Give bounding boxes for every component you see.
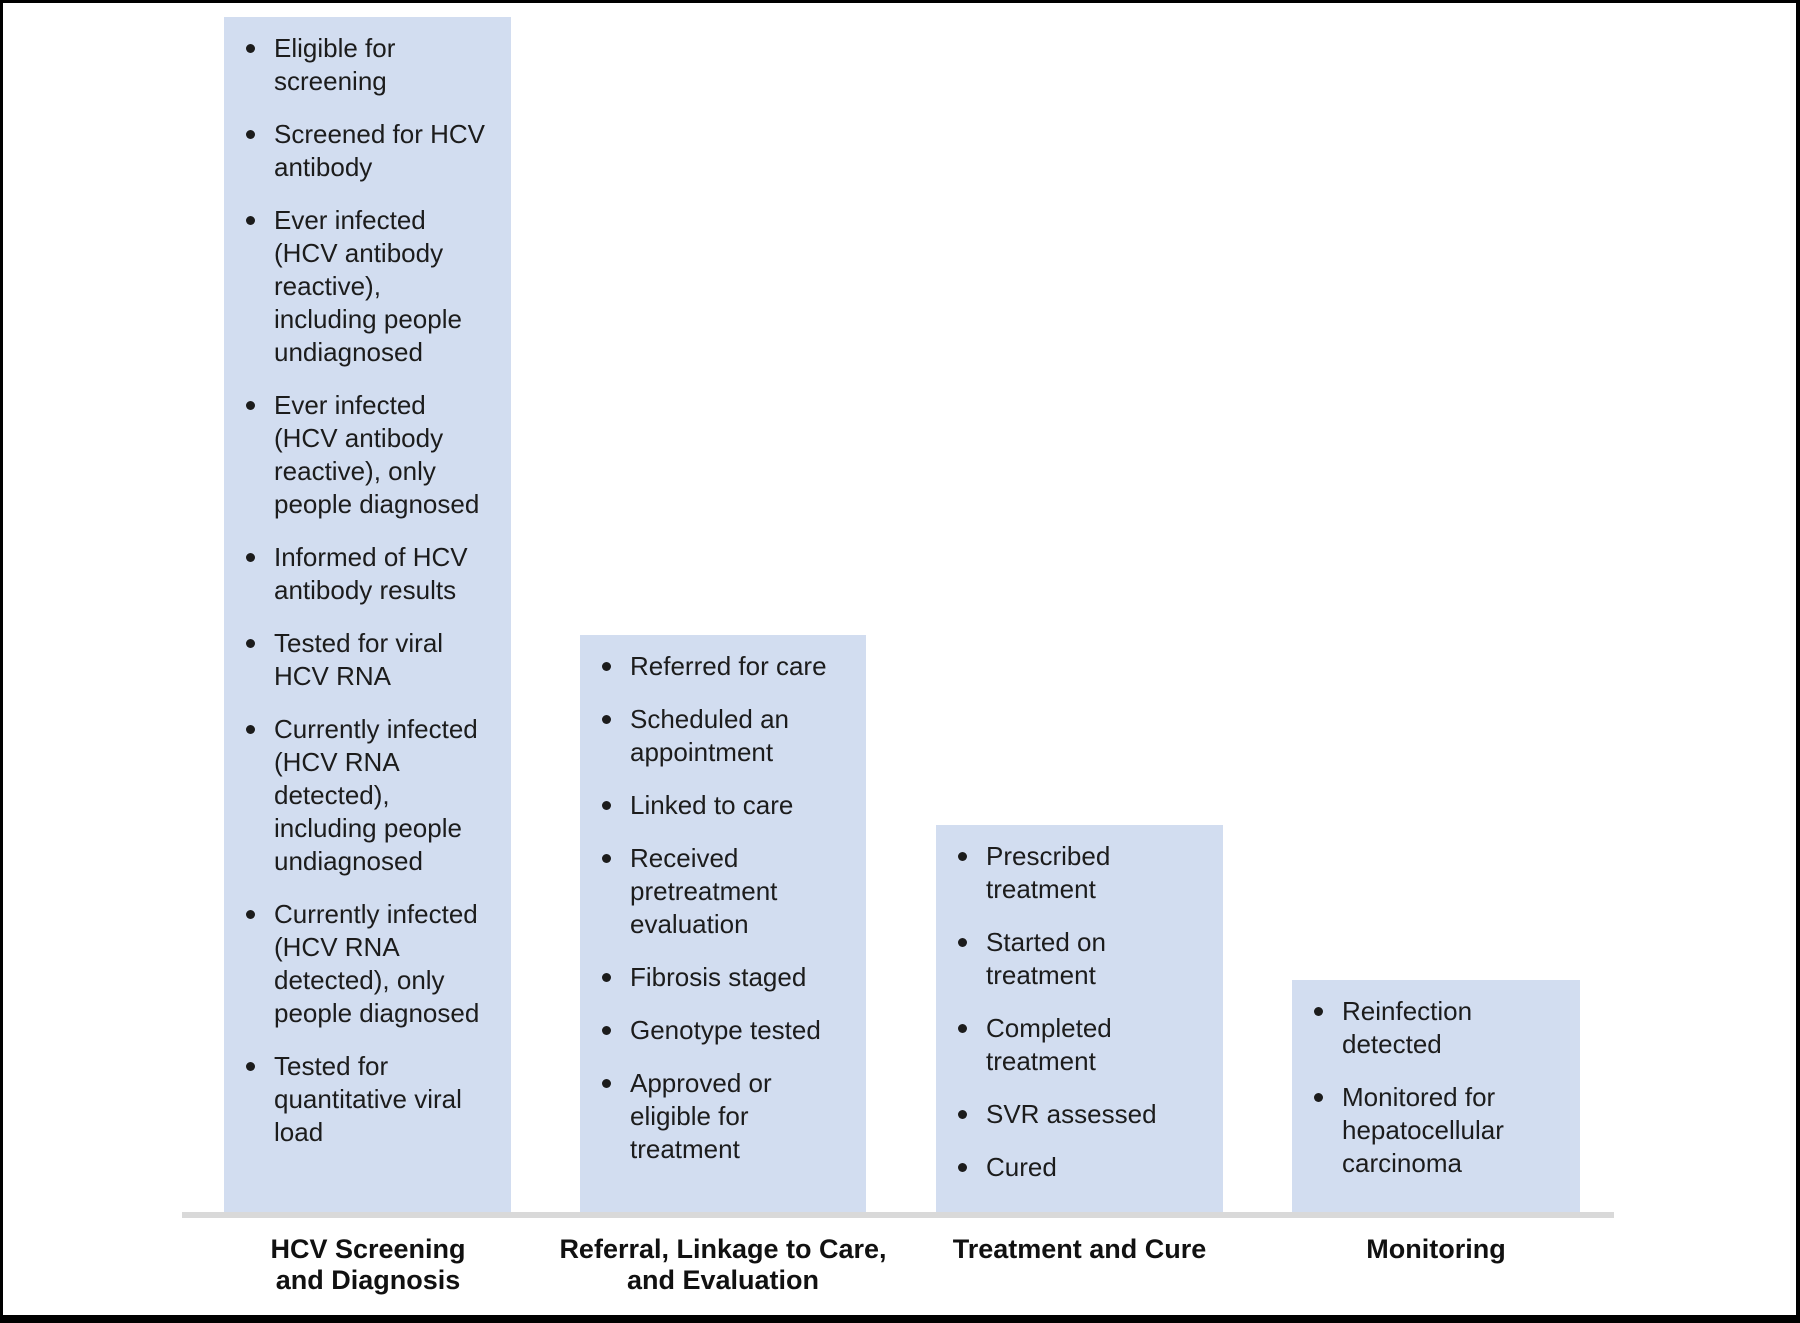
bullet-item: Started on treatment — [936, 926, 1215, 992]
axis-baseline — [182, 1212, 1614, 1218]
bullet-item: Informed of HCV antibody results — [224, 541, 503, 607]
bullet-item: Fibrosis staged — [580, 961, 858, 994]
stage-label-hcv-screening: HCV Screening and Diagnosis — [270, 1234, 466, 1295]
stage-label-monitoring: Monitoring — [1366, 1234, 1506, 1264]
bullet-item: Ever infected (HCV antibody reactive), i… — [224, 204, 503, 369]
stage-label-treatment-cure: Treatment and Cure — [952, 1234, 1207, 1264]
bullet-item: Tested for viral HCV RNA — [224, 627, 503, 693]
bullet-item: Ever infected (HCV antibody reactive), o… — [224, 389, 503, 521]
bullet-item: Currently infected (HCV RNA detected), o… — [224, 898, 503, 1030]
bullet-item: Genotype tested — [580, 1014, 858, 1047]
bullet-item: Currently infected (HCV RNA detected), i… — [224, 713, 503, 878]
bullet-item: SVR assessed — [936, 1098, 1215, 1131]
bullet-item: Screened for HCV antibody — [224, 118, 503, 184]
bullet-item: Linked to care — [580, 789, 858, 822]
bullet-item: Received pretreatment evaluation — [580, 842, 858, 941]
bullet-item: Completed treatment — [936, 1012, 1215, 1078]
bullet-item: Cured — [936, 1151, 1215, 1184]
bullet-item: Reinfection detected — [1292, 995, 1572, 1061]
bullet-item: Approved or eligible for treatment — [580, 1067, 858, 1166]
bullet-item: Prescribed treatment — [936, 840, 1215, 906]
bullet-item: Monitored for hepatocellular carcinoma — [1292, 1081, 1572, 1180]
bullet-item: Tested for quantitative viral load — [224, 1050, 503, 1149]
bullet-item: Referred for care — [580, 650, 858, 683]
bullet-item: Eligible for screening — [224, 32, 503, 98]
bullet-item: Scheduled an appointment — [580, 703, 858, 769]
stage-label-referral-linkage: Referral, Linkage to Care, and Evaluatio… — [559, 1234, 887, 1295]
